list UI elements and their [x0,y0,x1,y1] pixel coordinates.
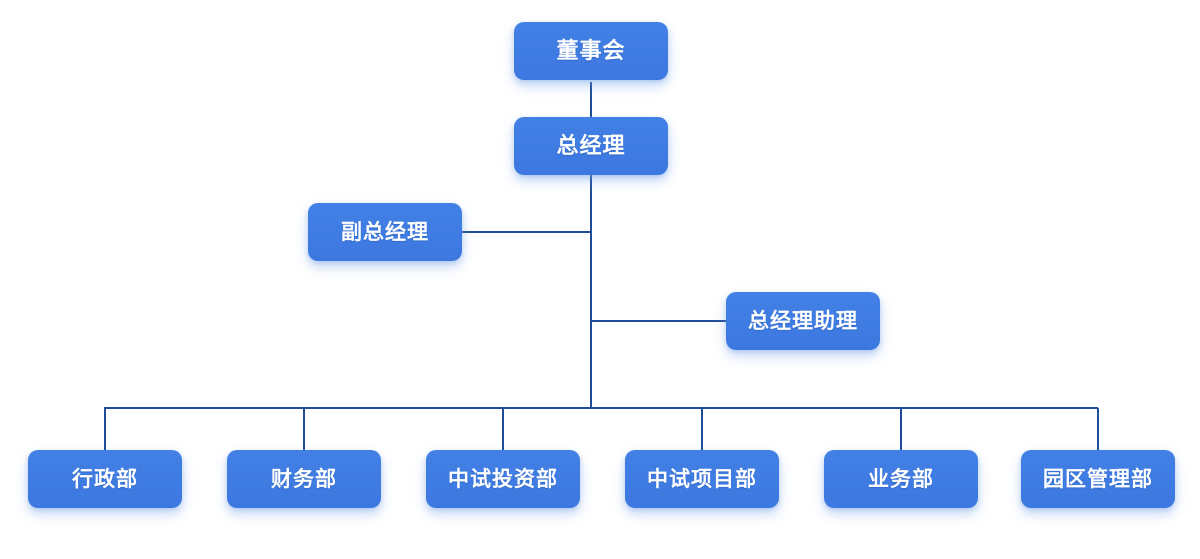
node-label-pilot-project-department: 中试项目部 [647,466,757,491]
node-deputy-general-manager[interactable]: 副总经理 [308,203,462,261]
node-general-manager[interactable]: 总经理 [514,117,668,175]
node-label-general-manager: 总经理 [556,133,626,158]
connector-gm-trunk [590,175,592,409]
node-general-manager-assistant[interactable]: 总经理助理 [726,292,880,350]
node-pilot-project-department[interactable]: 中试项目部 [625,450,779,508]
node-label-board-of-directors: 董事会 [556,38,626,63]
connector-bus-to-admin [104,408,106,450]
node-label-pilot-investment-department: 中试投资部 [448,466,558,491]
node-label-business-department: 业务部 [868,466,934,491]
connector-bus-to-pilot-project [701,408,703,450]
node-business-department[interactable]: 业务部 [824,450,978,508]
node-pilot-investment-department[interactable]: 中试投资部 [426,450,580,508]
node-finance-department[interactable]: 财务部 [227,450,381,508]
connector-bus-to-pilot-investment [502,408,504,450]
connector-board-to-gm [590,82,592,117]
node-board-of-directors[interactable]: 董事会 [514,22,668,80]
node-park-management-department[interactable]: 园区管理部 [1021,450,1175,508]
node-label-park-management-department: 园区管理部 [1043,466,1153,491]
connector-trunk-to-gm-assistant [590,320,726,322]
node-label-finance-department: 财务部 [271,466,337,491]
connector-trunk-to-deputy-gm [462,231,592,233]
connector-bus-to-finance [303,408,305,450]
node-label-deputy-general-manager: 副总经理 [341,219,429,244]
node-label-general-manager-assistant: 总经理助理 [748,308,858,333]
node-administration-department[interactable]: 行政部 [28,450,182,508]
node-label-administration-department: 行政部 [72,466,138,491]
connector-bus-to-business [900,408,902,450]
connector-bus-to-park-management [1097,408,1099,450]
connector-department-bus [104,407,1098,409]
